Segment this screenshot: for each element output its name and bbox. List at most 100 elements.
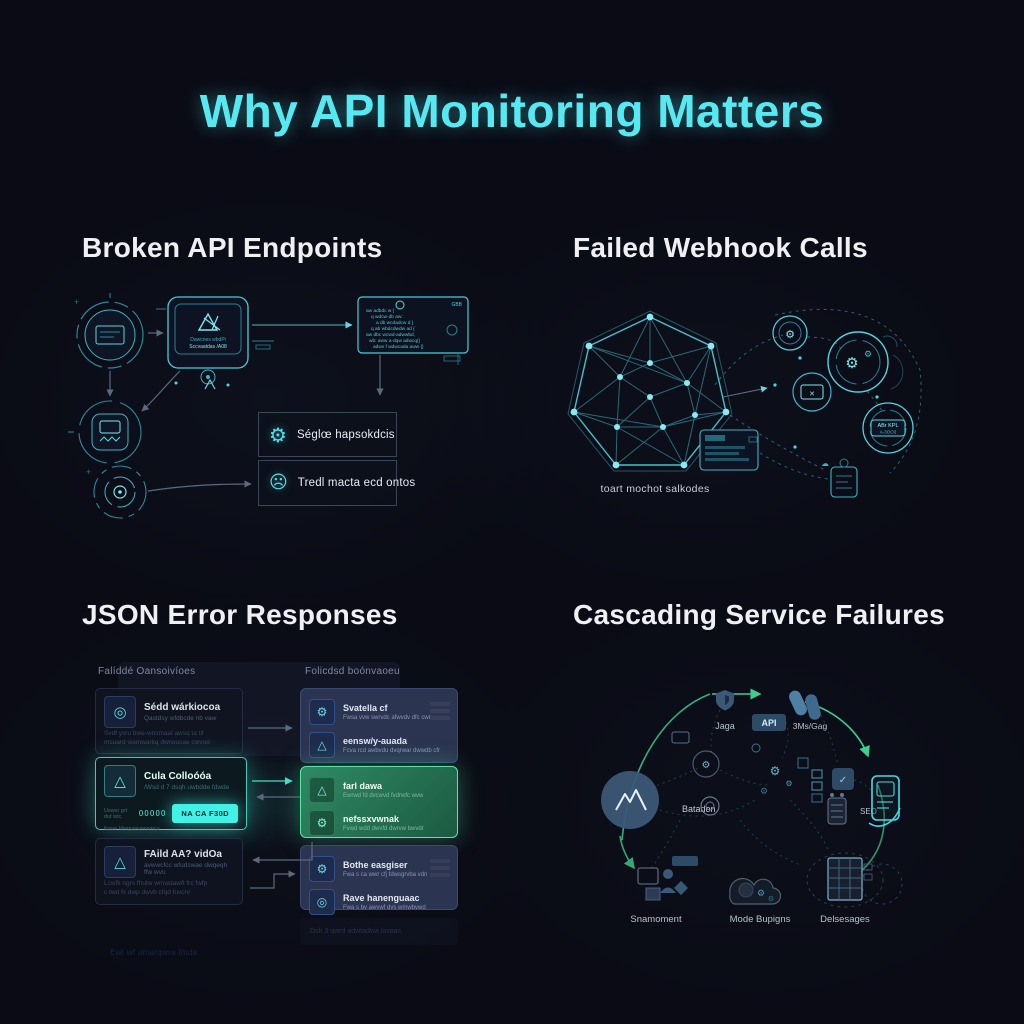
terminal-window: GBB aw adbdc w { q wdcw-db aw: a db wcda…	[357, 296, 469, 365]
error-panel: ⚙ Bothe easgiser Fwa s ca wwr cfj fdwsgr…	[300, 845, 458, 915]
row-title: nefssxvwnak	[343, 814, 400, 824]
cloud-cluster-icon: ⚙ ⚙	[729, 877, 782, 905]
gear-icon: ⚙	[309, 856, 335, 882]
svg-text:☁: ☁	[821, 459, 829, 468]
callout-errors: ☹ Tredl macta ecd ontos	[258, 460, 415, 506]
svg-text:aw dbc wcwd-adwwbd,: aw dbc wcwd-adwwbd,	[366, 332, 415, 338]
heading-cascading: Cascading Service Failures	[573, 599, 945, 630]
svg-text:⚙: ⚙	[864, 350, 872, 360]
svg-text:⚙: ⚙	[785, 328, 795, 341]
row-title: eensw/y-auada	[343, 736, 408, 746]
svg-text:A-3OO3: A-3OO3	[880, 430, 897, 435]
gear-node-icon: ⚙	[671, 731, 720, 778]
card-body-line: mcuard wamwarkq dwrwucae cwvud	[104, 739, 210, 746]
shield-icon	[716, 690, 734, 711]
api-logo-icon: △	[104, 765, 136, 797]
svg-text:Sccvaatdas /A08: Sccvaatdas /A08	[189, 344, 227, 350]
page-title: Why API Monitoring Matters	[199, 85, 825, 137]
security-tile-icon: ✓	[832, 768, 854, 790]
card-subtitle: avwwcfcc wfudswae dwqeqh ffw wvu	[144, 861, 228, 876]
row-title: Svatella cf	[343, 703, 388, 713]
shipment-cluster-icon	[637, 856, 698, 901]
gear-icon: ⚙	[269, 422, 287, 447]
svg-text:⚙: ⚙	[845, 354, 858, 372]
failed-webhook-artwork: ⚙ ⚙ ⚙ ✕ ABr KPL A-3OO3	[567, 308, 922, 498]
left-column-header: Falíddé Oansoivíoes	[98, 666, 196, 677]
api-logo-icon: △	[309, 732, 335, 758]
svg-text:ABr KPL: ABr KPL	[877, 423, 898, 429]
highlighted-call-card: △ Cula Colloóóa /Wsd d 7 dsqh uwbdde fdw…	[95, 757, 247, 832]
card-subtitle: Qastdsy wfdbcde nb vaw	[144, 715, 217, 722]
svg-text:wb: aww a-dqw adwcq(): wb: aww a-dqw adwcq()	[369, 338, 421, 344]
label-jaga: Jaga	[715, 721, 735, 731]
heading-json-error: JSON Error Responses	[82, 599, 398, 630]
row-subtitle: Fvwd wdd dwvfd dwrvw bwvdr	[343, 826, 424, 832]
pill-icons	[789, 690, 821, 720]
svg-text:✓: ✓	[839, 775, 847, 786]
response-panel: ⚙ Svatella cf Fwsa vvw swrvdc afwvdv dfc…	[300, 688, 458, 763]
mesh-caption: toart mochot salkodes	[600, 483, 710, 495]
gear-icon: ⚙	[309, 699, 335, 725]
broken-api-artwork: + +	[68, 293, 469, 519]
right-watermark: Dsh 3 qwrd adwtadwa lovaas	[310, 928, 402, 935]
svg-text:GBB: GBB	[451, 302, 462, 308]
svg-text:q ab wbdcdwdw ad {: q ab wbdcdwdw ad {	[371, 326, 415, 332]
caption-mid: Mode Bupigns	[730, 914, 791, 925]
row-title: Bothe easgiser	[343, 860, 408, 870]
mesh-network-icon	[567, 310, 733, 472]
server-node-icon: +	[74, 293, 144, 369]
ticket-icon	[868, 775, 901, 827]
row-subtitle: Fwsa vvw swrvdc afwvdv dfc cwr	[343, 715, 431, 721]
svg-text:⚙: ⚙	[768, 895, 774, 903]
gear-cluster: ⚙ ⚙ ⚙	[751, 743, 823, 803]
card-subtitle: /Wsd d 7 dsqh uwbdde fdwde	[144, 784, 230, 791]
badge-service-icon: ABr KPL A-3OO3	[862, 402, 914, 454]
success-panel: △ farl dawa Ewrwd fd dvcwvd fvdrwfc wvw …	[300, 766, 458, 838]
gear-cluster-icon: ⚙ ⚙	[827, 331, 904, 393]
card-footer: fcave kfwquwcwnwncu	[104, 826, 160, 832]
deco-dots	[773, 356, 879, 449]
api-logo-icon: △	[309, 777, 335, 803]
heading-failed-webhook: Failed Webhook Calls	[573, 232, 868, 263]
api-badge: API	[752, 714, 786, 731]
svg-text:+: +	[86, 467, 91, 477]
mini-rows	[430, 699, 450, 723]
doc-service-icon: ☁	[821, 458, 858, 498]
row-title: farl dawa	[343, 781, 383, 791]
failed-call-card: △ FAild AA? vidOa avwwcfcc wfudswae dwqe…	[95, 838, 243, 905]
svg-text:q wdcw-db aw:: q wdcw-db aw:	[371, 314, 403, 320]
svg-text:a db wcdadcw d }: a db wcdadcw d }	[376, 320, 414, 326]
status-code: OOOOO	[138, 809, 167, 818]
svg-text:Dawcnes wbdPi: Dawcnes wbdPi	[190, 337, 226, 343]
target-icon: ◎	[309, 889, 335, 915]
svg-text:⚙: ⚙	[760, 787, 768, 797]
svg-text:aw adbdc w {: aw adbdc w {	[366, 308, 395, 314]
svg-text:adwv f wdwcada aww {}: adwv f wdwcada aww {}	[373, 344, 424, 350]
server-icon	[827, 793, 847, 825]
svg-text:API: API	[761, 718, 776, 728]
shield-service-icon: ⚙	[772, 315, 808, 351]
faded-panel: Dsh 3 qwrd adwtadwa lovaas	[300, 918, 458, 945]
camera-node-icon	[700, 796, 720, 816]
label-gag: 3Ms/Gag	[793, 721, 828, 731]
heading-broken-api: Broken API Endpoints	[82, 232, 383, 263]
row-subtitle: Fwa s ca wwr cfj fdwsgrvba vdn	[343, 872, 428, 878]
card-meta: Uswsr grt dut wtc	[104, 807, 128, 820]
card-body-line: Lcwfk ngrs fhutw wmwdawft frc fwfp	[104, 880, 208, 887]
svg-text:✕: ✕	[809, 390, 815, 398]
svg-text:⚙: ⚙	[770, 764, 781, 778]
broken-api-diagram: + +	[60, 285, 510, 535]
row-title: Rave hanenguaac	[343, 893, 420, 903]
callout-handshake: ⚙ Séglœ hapsokdcis	[258, 412, 397, 457]
payload-service-icon: ✕	[792, 372, 832, 412]
svg-text:⚙: ⚙	[757, 889, 765, 899]
target-icon: ◎	[104, 696, 136, 728]
error-node-icon: +	[86, 465, 147, 519]
mini-rows	[430, 856, 450, 880]
gear-icon: ⚙	[309, 810, 335, 836]
label-batadon: Batadon	[682, 804, 716, 814]
svg-text:⚙: ⚙	[785, 779, 792, 788]
row-subtitle: Fcva rcd awbvdu dvqrwar dwwdb cfr	[343, 748, 441, 754]
svg-text:⚙: ⚙	[702, 760, 711, 771]
